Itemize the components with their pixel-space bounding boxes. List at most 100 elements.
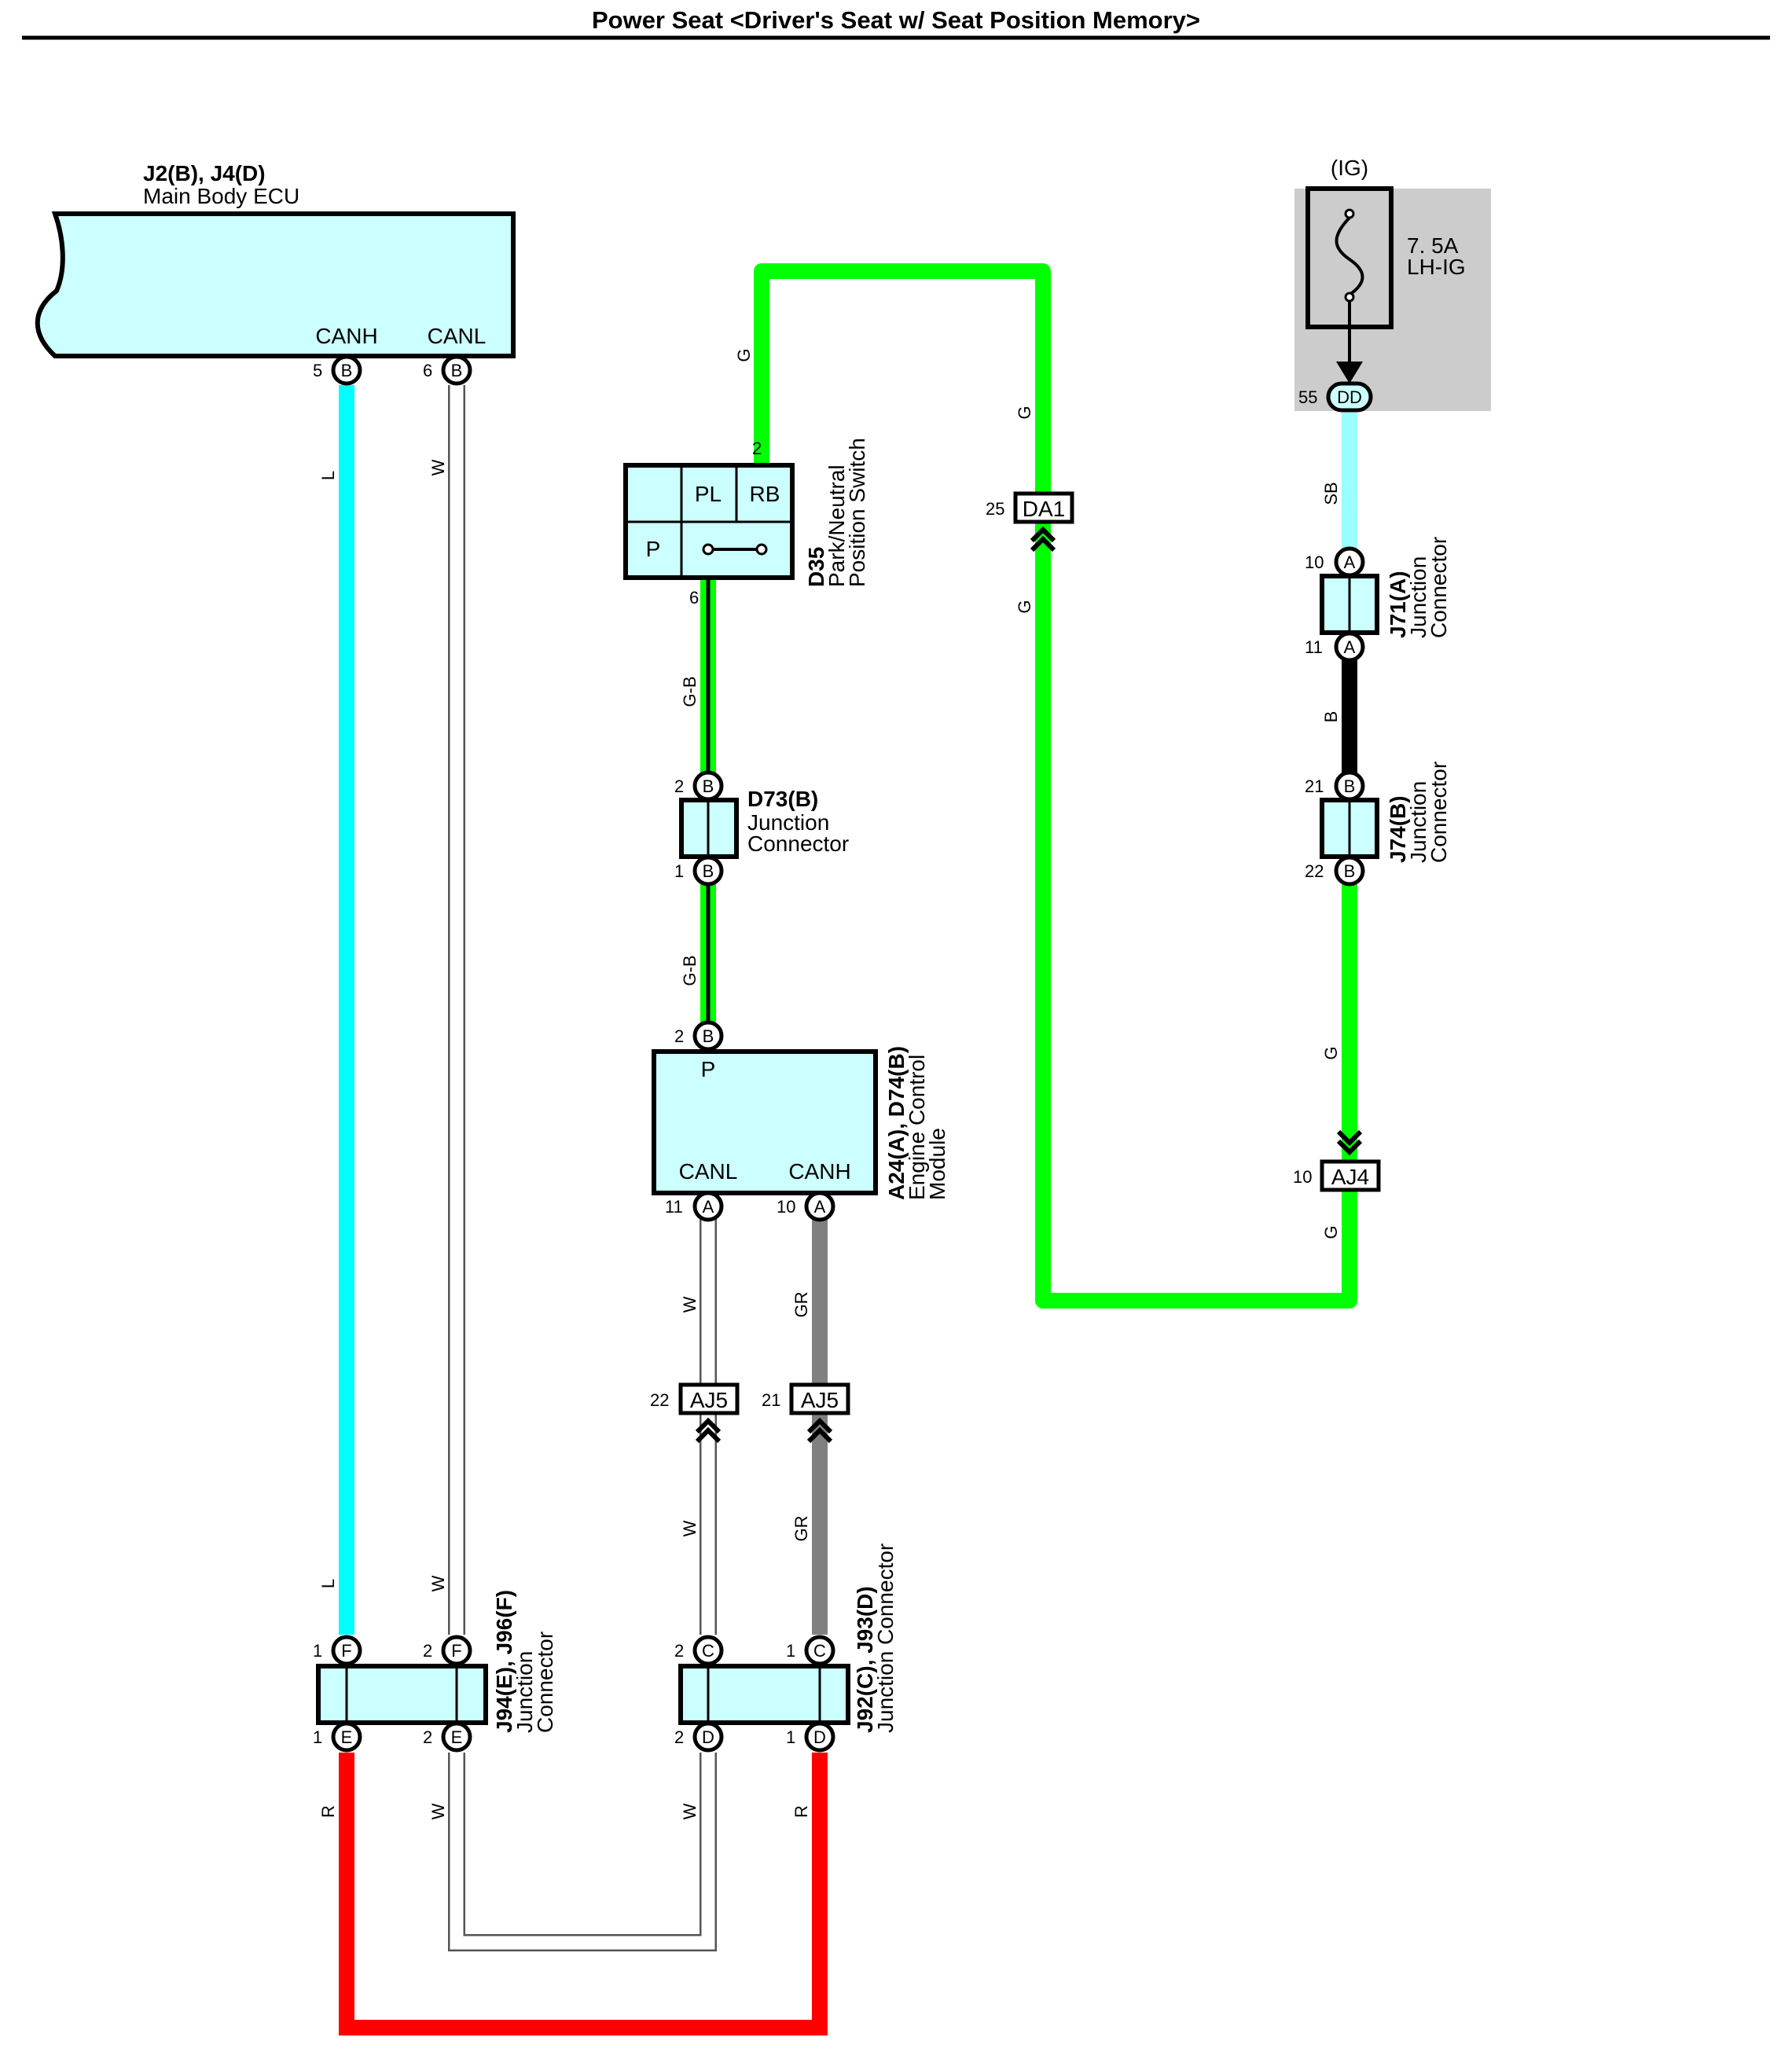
connector-aj5-gr: AJ5 21 [762, 1382, 850, 1444]
switch-name-1: Park/Neutral [824, 464, 849, 587]
svg-text:B: B [1344, 861, 1356, 881]
pin-j71-bottom: A 11 [1305, 631, 1365, 663]
svg-text:1: 1 [674, 861, 684, 881]
wire-label-r-left: R [318, 1805, 338, 1818]
aj5-gr-chevron-icon [806, 1417, 833, 1434]
wire-label-g-right-upper: G [1321, 1046, 1341, 1059]
svg-text:B: B [703, 1026, 714, 1046]
wire-label-b: B [1321, 711, 1341, 723]
main-body-ecu: J2(B), J4(D) Main Body ECU CANH CANL [35, 161, 516, 358]
pin-j74-top: B 21 [1305, 770, 1365, 802]
aj5-gr-pin: 21 [762, 1390, 780, 1410]
svg-text:21: 21 [1305, 776, 1324, 796]
svg-text:B: B [451, 361, 463, 380]
j94-name-2: Connector [533, 1632, 557, 1733]
diagram-title: Power Seat <Driver's Seat w/ Seat Positi… [592, 6, 1200, 34]
pin-d73-bottom: B 1 [674, 855, 724, 887]
switch-pin-top: 2 [752, 439, 762, 458]
pin-ecu-canl: B 6 [423, 354, 472, 386]
svg-text:2: 2 [674, 1641, 684, 1661]
svg-text:1: 1 [786, 1641, 795, 1661]
da1-pin: 25 [986, 499, 1004, 519]
wire-label-l-lower: L [318, 1579, 338, 1588]
switch-name-2: Position Switch [845, 438, 869, 587]
ecu-code: J2(B), J4(D) [143, 161, 266, 185]
wire-g-loop [754, 263, 1357, 1309]
switch-pin-bottom: 6 [689, 588, 699, 608]
svg-text:B: B [703, 776, 714, 796]
aj4-chevron-icon [1336, 1129, 1363, 1147]
aj5-w-pin: 22 [650, 1390, 669, 1410]
aj4-pin: 10 [1293, 1167, 1312, 1187]
svg-text:D: D [813, 1727, 826, 1747]
j71-code: J71(A) [1386, 571, 1410, 638]
svg-text:F: F [451, 1641, 461, 1661]
svg-text:E: E [451, 1727, 463, 1747]
pin-j94-f1: F 1 [313, 1635, 362, 1666]
svg-text:A: A [814, 1197, 826, 1217]
svg-text:1: 1 [786, 1727, 795, 1747]
j92-code: J92(C), J93(D) [853, 1586, 877, 1733]
svg-text:2: 2 [423, 1641, 432, 1661]
pin-ecm-canh: A 10 [777, 1191, 835, 1222]
dd-pin: 55 [1298, 387, 1317, 407]
connector-da1: DA1 25 [986, 491, 1074, 552]
ecm-pin-canl-label: CANL [679, 1159, 738, 1184]
switch-pos-p: P [646, 537, 661, 561]
j71-name-1: Junction [1406, 556, 1430, 638]
pin-j94-e1: E 1 [313, 1721, 362, 1753]
pin-j74-bottom: B 22 [1305, 855, 1365, 887]
svg-text:1: 1 [313, 1641, 322, 1661]
svg-text:2: 2 [674, 1026, 684, 1046]
wire-label-gb-lower: G-B [680, 955, 700, 986]
pin-j71-top: A 10 [1305, 546, 1365, 578]
aj5-w-chevron-icon [695, 1417, 722, 1434]
wire-label-w-ecm-lower: W [680, 1520, 700, 1536]
wire-label-r-right: R [791, 1805, 811, 1818]
j92-j93-junction-connector: J92(C), J93(D) Junction Connector [678, 1544, 898, 1733]
svg-text:11: 11 [1305, 637, 1323, 657]
j94-j96-junction-connector: J94(E), J96(F) Junction Connector [316, 1590, 557, 1733]
fuse-name: LH-IG [1407, 255, 1466, 279]
pin-j92-c1: C 1 [786, 1635, 835, 1666]
engine-control-module: P CANL CANH A24(A), D74(B) Engine Contro… [652, 1046, 949, 1200]
pin-j92-c2: C 2 [674, 1635, 724, 1666]
svg-text:10: 10 [777, 1197, 795, 1217]
wire-label-w-upper: W [428, 459, 448, 475]
pin-d73-top: B 2 [674, 770, 724, 802]
svg-text:1: 1 [313, 1727, 322, 1747]
j71-name-2: Connector [1427, 537, 1451, 638]
ecm-name-2: Module [925, 1128, 949, 1200]
aj5-w-label: AJ5 [690, 1388, 728, 1412]
wire-w-canl [448, 385, 717, 1951]
fuse-block: (IG) 7. 5A LH-IG [1294, 156, 1491, 411]
wire-label-gb-upper: G-B [680, 676, 700, 707]
svg-text:6: 6 [423, 361, 432, 380]
j92-name: Junction Connector [873, 1544, 898, 1733]
svg-text:2: 2 [674, 776, 684, 796]
d73-name-2: Connector [747, 831, 849, 856]
j94-name-1: Junction [512, 1651, 537, 1733]
svg-text:A: A [1344, 552, 1356, 572]
wire-label-sb: SB [1321, 482, 1341, 505]
pin-j94-e2: E 2 [423, 1721, 472, 1753]
ecu-name: Main Body ECU [143, 184, 299, 208]
ecu-pin-canh-label: CANH [315, 324, 377, 348]
wire-label-w-bottom-left: W [428, 1803, 448, 1819]
pin-ecm-canl: A 11 [665, 1191, 724, 1222]
switch-pos-rb: RB [750, 482, 780, 506]
svg-text:22: 22 [1305, 861, 1324, 881]
svg-text:A: A [1344, 637, 1356, 657]
j71-junction-connector: J71(A) Junction Connector [1320, 537, 1451, 638]
j74-name-1: Junction [1406, 781, 1430, 863]
wire-label-w-lower: W [428, 1575, 448, 1591]
ecm-name-1: Engine Control [905, 1055, 929, 1200]
ecm-code: A24(A), D74(B) [884, 1046, 909, 1200]
aj4-label: AJ4 [1331, 1165, 1369, 1189]
svg-text:C: C [813, 1641, 826, 1661]
d73-name-1: Junction [747, 810, 829, 835]
wire-label-g-right-lower: G [1321, 1225, 1341, 1239]
svg-text:F: F [341, 1641, 351, 1661]
